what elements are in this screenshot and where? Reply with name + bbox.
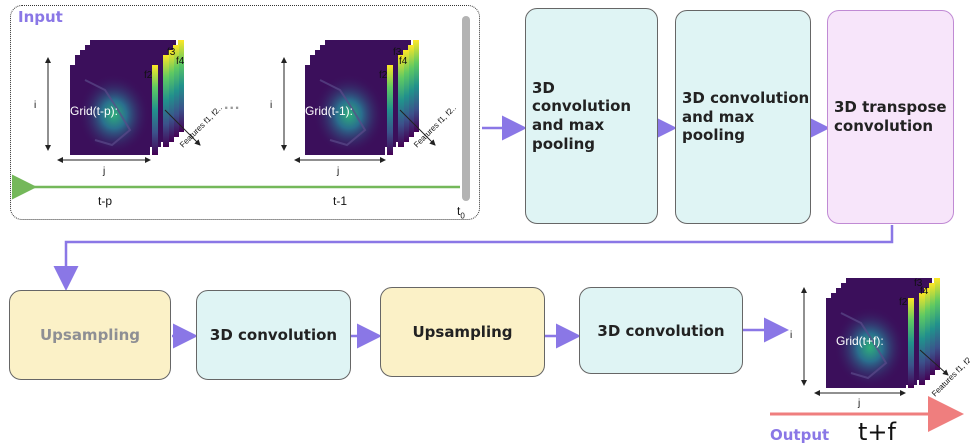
flow-arrow-transpose-to-upsampling — [53, 225, 894, 291]
j-axis-label-output: j — [858, 398, 861, 409]
conv-block-1: 3D convolution — [196, 290, 351, 380]
f3-label-t-1: f3 — [393, 47, 402, 58]
f4-label-output: f4 — [920, 286, 929, 297]
transpose-conv-block: 3D transpose convolution — [827, 10, 954, 224]
input-panel-frame — [10, 5, 480, 220]
upsampling-block-2: Upsampling — [380, 287, 545, 377]
j-axis-label-t-1: j — [337, 166, 340, 177]
t0-bar — [462, 16, 470, 201]
feature-stack-t-plus-f — [801, 278, 949, 396]
grid-label-t-plus-f: Grid(t+f): — [836, 334, 884, 348]
feature-stack-t-1 — [281, 40, 436, 163]
f2-label-t-p: f2 — [144, 70, 153, 81]
output-title: Output — [770, 426, 830, 444]
f3-label-t-p: f3 — [167, 47, 176, 58]
i-axis-label-output: i — [790, 330, 793, 341]
i-axis-label-t-1: i — [270, 100, 273, 111]
conv-pool-block-1: 3D convolution and max pooling — [525, 8, 658, 224]
f4-label-t-1: f4 — [399, 56, 408, 67]
j-axis-label-t-p: j — [103, 166, 106, 177]
upsampling-block-1: Upsampling — [9, 290, 171, 380]
feature-stack-t-p — [45, 40, 201, 163]
f2-label-t-1: f2 — [379, 70, 388, 81]
output-time-label: t+f — [858, 418, 896, 446]
f4-label-t-p: f4 — [176, 56, 185, 67]
grid-label-t-p: Grid(t-p): — [70, 104, 118, 118]
time-label-t0: t0 — [457, 204, 465, 221]
input-title: Input — [18, 8, 63, 26]
time-label-t-1: t-1 — [333, 194, 348, 208]
f3-label-output: f3 — [914, 278, 923, 289]
time-label-t-p: t-p — [98, 194, 113, 208]
conv-block-2: 3D convolution — [579, 287, 743, 374]
grid-label-t-1: Grid(t-1): — [305, 104, 353, 118]
ellipsis: ... — [224, 96, 241, 113]
f2-label-output: f2 — [899, 297, 908, 308]
conv-pool-block-2: 3D convolution and max pooling — [675, 10, 811, 224]
i-axis-label-t-p: i — [34, 100, 37, 111]
